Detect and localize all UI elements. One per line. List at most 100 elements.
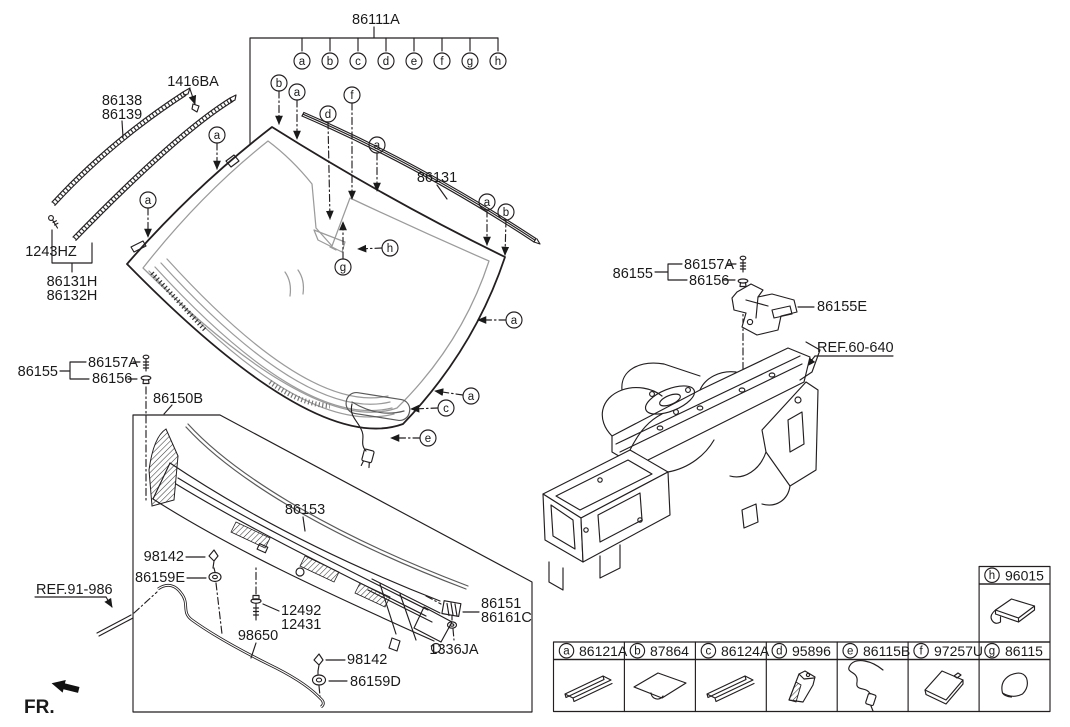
- callout-a-bottom: a: [434, 387, 480, 405]
- svg-text:c: c: [443, 403, 449, 415]
- pin-1243HZ-icon: [48, 215, 59, 229]
- lower-strip-label-2: 86132H: [47, 288, 98, 304]
- legend-part-icon-f: [924, 670, 964, 705]
- assembly-callout-g: g: [461, 52, 479, 70]
- svg-text:a: a: [511, 315, 518, 327]
- svg-text:a: a: [374, 140, 381, 152]
- assembly-callout-a: a: [293, 52, 311, 70]
- svg-text:b: b: [327, 56, 333, 68]
- washer-hose-98650: 98650: [157, 583, 325, 709]
- assembly-callout-d: d: [377, 52, 395, 70]
- svg-text:12431: 12431: [281, 617, 321, 633]
- group-label-86155-right: 86155: [613, 266, 653, 282]
- svg-text:g: g: [340, 262, 346, 274]
- svg-text:e: e: [425, 433, 431, 445]
- svg-text:98650: 98650: [238, 628, 278, 644]
- pin-98142-2: 98142: [313, 652, 387, 672]
- fr-arrow-icon: [51, 680, 80, 693]
- svg-text:a: a: [563, 646, 570, 658]
- svg-text:REF.91-986: REF.91-986: [36, 582, 113, 598]
- svg-text:h: h: [387, 243, 393, 255]
- svg-text:86159D: 86159D: [350, 674, 401, 690]
- ref-91-986: REF.91-986: [34, 582, 158, 637]
- svg-text:97257U: 97257U: [934, 643, 983, 659]
- upper-molding-label-2: 86139: [102, 107, 142, 123]
- svg-text:86159E: 86159E: [135, 570, 185, 586]
- assembly-callout-e: e: [405, 52, 423, 70]
- legend-part-icon-g: [1001, 672, 1028, 698]
- svg-text:d: d: [383, 56, 389, 68]
- svg-text:a: a: [484, 197, 491, 209]
- upper-molding-strips: 86138 86139 1416BA 1243HZ 86131H 86132H: [25, 74, 237, 304]
- callout-a-topleft: a: [288, 83, 306, 140]
- mirror-cover-86155E: 86155E: [731, 283, 867, 336]
- callout-c: c: [410, 399, 455, 417]
- svg-text:a: a: [468, 391, 475, 403]
- callout-h: h: [357, 239, 399, 257]
- svg-text:b: b: [503, 207, 509, 219]
- callout-a-leftedge2: a: [139, 191, 157, 238]
- svg-text:REF.60-640: REF.60-640: [817, 340, 894, 356]
- assembly-callout-bracket: 86111A a b c d e f g h: [249, 12, 507, 146]
- body-structure: [542, 341, 821, 591]
- callout-a-rightedge: a: [477, 311, 523, 329]
- svg-text:b: b: [276, 78, 282, 90]
- screw-label-86157A-left: 86157A: [88, 355, 138, 371]
- screw-icon-right: [739, 255, 747, 273]
- legend-cell-g: g 86115: [984, 642, 1043, 698]
- legend-cell-c: c 86124A: [700, 642, 770, 703]
- clip-icon-right: [737, 278, 749, 288]
- assembly-callout-b: b: [321, 52, 339, 70]
- assembly-callout-c: c: [349, 52, 367, 70]
- svg-text:86115: 86115: [1005, 643, 1043, 659]
- svg-text:95896: 95896: [792, 643, 831, 659]
- svg-text:f: f: [350, 90, 354, 102]
- callout-e: e: [390, 429, 437, 447]
- mirror-fasteners-left: 86155 86157A 86156: [18, 354, 152, 501]
- svg-text:g: g: [467, 56, 473, 68]
- assembly-callout-h: h: [489, 52, 507, 70]
- svg-text:f: f: [440, 56, 444, 68]
- svg-text:a: a: [145, 195, 152, 207]
- clip-label-86156-left: 86156: [92, 371, 132, 387]
- fr-label: FR.: [24, 697, 55, 718]
- side-molding-86131: 86131: [301, 111, 541, 245]
- callout-a-topright: a: [478, 193, 496, 246]
- svg-text:86121A: 86121A: [579, 643, 628, 659]
- svg-text:c: c: [355, 56, 361, 68]
- legend-part-icon-b: [633, 672, 687, 700]
- pin-98142-1: 98142: [144, 549, 219, 569]
- legend-cell-d: d 95896: [771, 642, 831, 703]
- callout-d: d: [319, 105, 337, 220]
- legend-table: h 96015 a 86121A b 87864: [552, 565, 1051, 713]
- svg-text:f: f: [919, 646, 923, 658]
- ref-60-640: REF.60-640: [806, 340, 894, 367]
- svg-text:d: d: [776, 646, 782, 658]
- cowl-box: 86150B 86153 98142: [34, 391, 533, 713]
- legend-part-icon-c: [706, 675, 755, 703]
- side-molding-label: 86131: [417, 170, 457, 186]
- glass-callouts: b a f d a a b a a h g a a c e: [139, 74, 523, 447]
- callout-a-leftedge1: a: [208, 126, 226, 170]
- legend-cell-e: e 86115B: [842, 642, 910, 712]
- callout-f: f: [343, 86, 361, 200]
- callout-g: g: [334, 221, 352, 276]
- group-label-86155-left: 86155: [18, 364, 58, 380]
- clip-1416BA-label: 1416BA: [167, 74, 219, 90]
- svg-text:h: h: [495, 56, 501, 68]
- legend-cell-b: b 87864: [629, 642, 689, 700]
- svg-text:c: c: [706, 646, 712, 658]
- svg-text:98142: 98142: [347, 652, 387, 668]
- svg-text:a: a: [299, 56, 306, 68]
- clip-icon-left: [140, 375, 152, 385]
- svg-text:1336JA: 1336JA: [429, 642, 479, 658]
- cowl-panel-label: 86150B: [153, 391, 203, 407]
- legend-row: a 86121A b 87864 c 86124A: [552, 641, 1051, 713]
- legend-cell-f: f 97257U: [913, 642, 983, 705]
- callout-b-topright: b: [497, 203, 515, 256]
- svg-text:e: e: [847, 646, 853, 658]
- assembly-callout-f: f: [433, 52, 451, 70]
- legend-cell-h: h 96015: [978, 565, 1051, 643]
- front-direction: FR.: [24, 680, 80, 718]
